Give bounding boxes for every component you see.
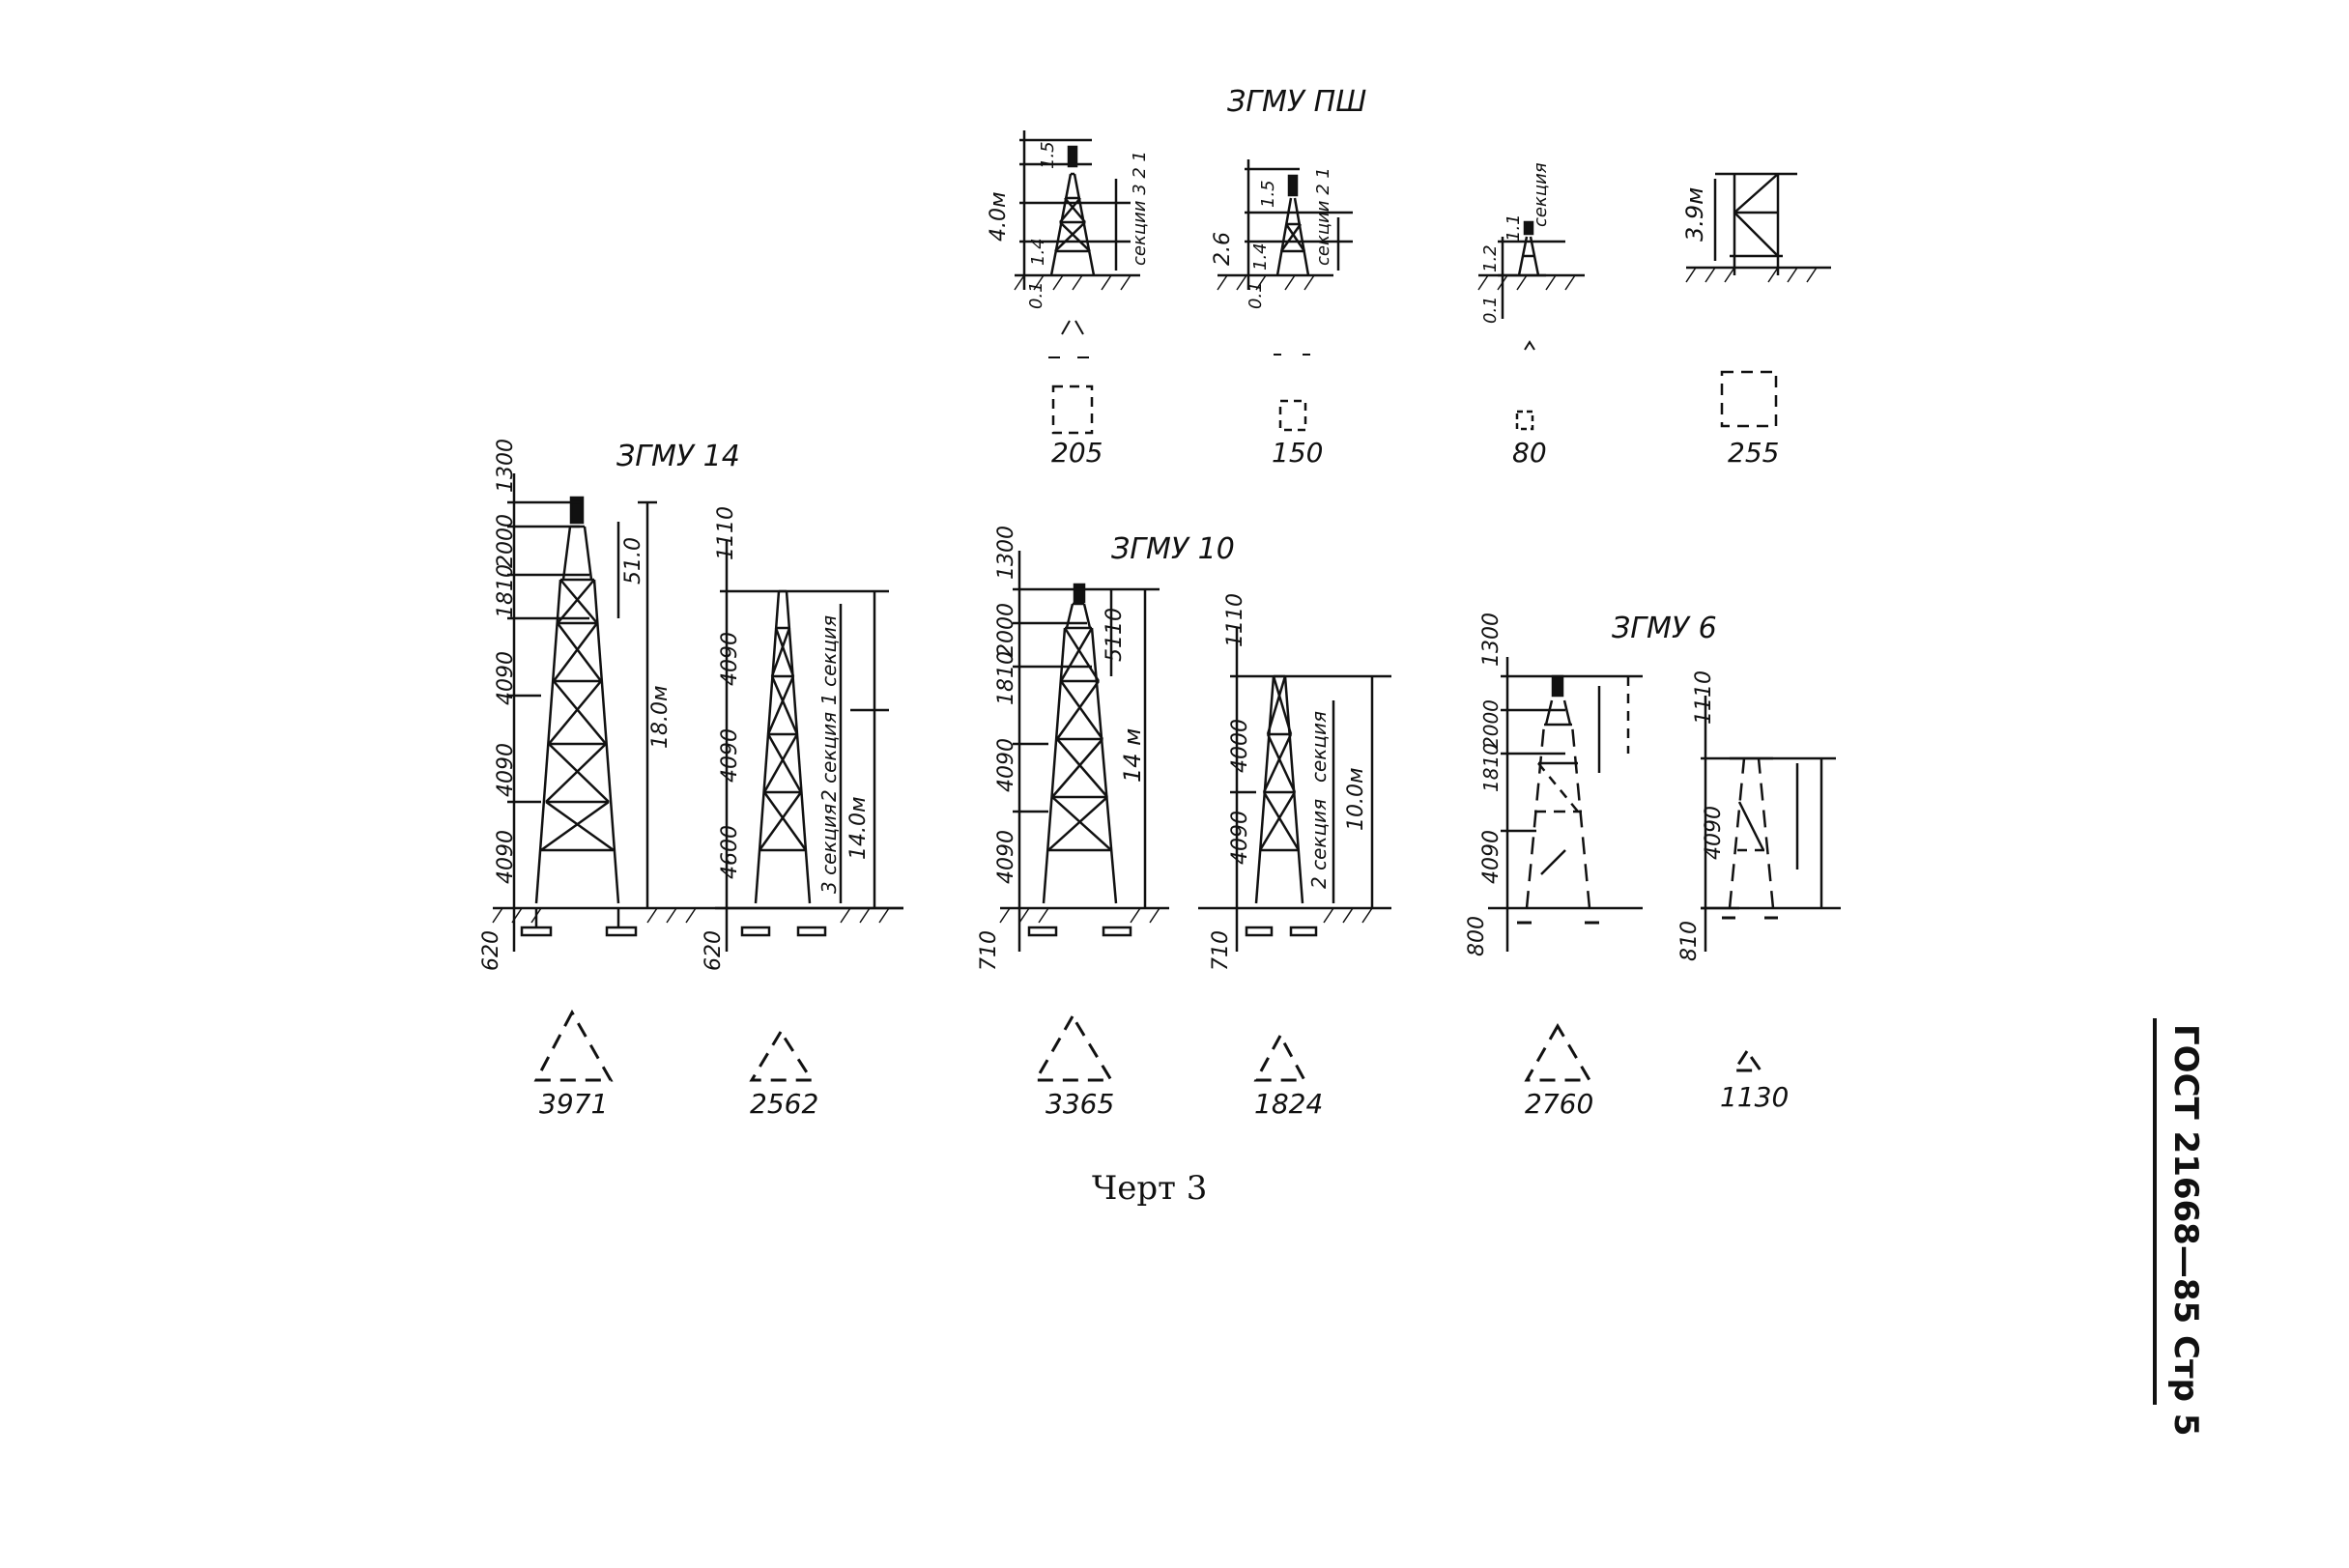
group-title-14: ЗГМУ 14 — [616, 440, 740, 473]
base-14-b: 2562 — [750, 1088, 818, 1120]
svg-text:1.2: 1.2 — [1480, 244, 1501, 272]
base-pw-d: 255 — [1728, 437, 1779, 469]
svg-text:0.1: 0.1 — [1246, 281, 1266, 309]
g10-b-height: 10.0м — [1344, 767, 1368, 831]
svg-text:1300: 1300 — [1479, 613, 1504, 667]
svg-text:620: 620 — [702, 930, 726, 971]
svg-text:1110: 1110 — [1223, 593, 1247, 647]
svg-text:1300: 1300 — [994, 526, 1018, 580]
tower-10-a — [999, 551, 1169, 952]
g14-a-total: 51.0 — [621, 537, 645, 584]
base-6-b: 1130 — [1720, 1081, 1789, 1113]
side-rule — [2153, 1018, 2157, 1405]
tower-14-a — [492, 473, 903, 952]
pw-c-sections: секция — [1531, 162, 1551, 227]
svg-text:810: 810 — [1677, 921, 1702, 961]
svg-text:1810: 1810 — [994, 651, 1018, 705]
tower-pw-b — [1217, 159, 1353, 291]
pw-d-height: 3.9м — [1681, 187, 1708, 242]
tower-14-b — [715, 541, 903, 952]
svg-text:0.1: 0.1 — [1480, 296, 1501, 324]
base-pw-b: 150 — [1272, 437, 1323, 469]
base-triangles — [533, 1009, 1763, 1082]
pw-a-height: 4.0м — [987, 191, 1011, 242]
pw-a-sections: секции 3 2 1 — [1130, 151, 1150, 266]
svg-text:2000: 2000 — [994, 603, 1018, 657]
svg-text:710: 710 — [977, 930, 1001, 971]
svg-text:800: 800 — [1465, 916, 1489, 956]
tower-6-b — [1701, 696, 1841, 952]
svg-text:4090: 4090 — [1702, 806, 1726, 860]
side-header: ГОСТ 21668—85 Стр 5 — [2153, 1018, 2213, 1436]
tower-pw-d — [1685, 172, 1831, 283]
svg-text:1.4: 1.4 — [1028, 238, 1048, 266]
base-6-a: 2760 — [1525, 1088, 1593, 1120]
base-14-a: 3971 — [539, 1088, 608, 1120]
svg-text:0.1: 0.1 — [1026, 281, 1046, 309]
pw-b-sections: секции 2 1 — [1313, 167, 1333, 266]
base-10-a: 3365 — [1046, 1088, 1114, 1120]
g14-a-height: 18.0м — [648, 685, 673, 749]
figure-caption: Черт 3 — [1092, 1169, 1208, 1208]
svg-text:3 секция: 3 секция — [817, 804, 841, 894]
svg-text:1.4: 1.4 — [1250, 242, 1271, 271]
svg-text:710: 710 — [1209, 930, 1233, 971]
tower-10-b — [1198, 628, 1391, 952]
svg-text:2 секция: 2 секция — [817, 712, 841, 802]
pw-b-height: 2.6 — [1211, 232, 1235, 266]
tower-pw-a — [1014, 130, 1140, 291]
svg-text:4000: 4000 — [1228, 719, 1252, 773]
svg-text:1.5: 1.5 — [1038, 141, 1058, 169]
svg-text:4090: 4090 — [494, 743, 518, 797]
svg-text:1810: 1810 — [494, 564, 518, 618]
group-title-10: ЗГМУ 10 — [1111, 532, 1235, 566]
standard-page-label: ГОСТ 21668—85 Стр 5 — [2166, 1024, 2205, 1437]
g10-a-height: 14 м — [1119, 728, 1146, 783]
svg-text:2000: 2000 — [1479, 699, 1503, 749]
svg-text:4090: 4090 — [994, 738, 1018, 792]
base-pw-a: 205 — [1051, 437, 1103, 469]
svg-text:1 секция: 1 секция — [817, 615, 841, 705]
base-pw-c: 80 — [1512, 437, 1547, 469]
svg-text:4090: 4090 — [994, 830, 1018, 884]
base-10-b: 1824 — [1254, 1088, 1323, 1120]
group-title-6: ЗГМУ 6 — [1612, 612, 1717, 645]
svg-text:620: 620 — [479, 930, 503, 971]
svg-text:4090: 4090 — [494, 830, 518, 884]
svg-text:1110: 1110 — [714, 506, 738, 560]
tower-6-a — [1488, 657, 1643, 952]
g10-a-total: 5110 — [1103, 608, 1127, 662]
svg-text:1810: 1810 — [1479, 743, 1503, 792]
svg-text:1300: 1300 — [494, 439, 518, 493]
svg-text:секция: секция — [1307, 711, 1331, 783]
svg-text:4600: 4600 — [718, 825, 742, 879]
svg-text:4090: 4090 — [718, 728, 742, 783]
svg-text:4090: 4090 — [718, 632, 742, 686]
svg-text:2 секция: 2 секция — [1307, 799, 1331, 889]
svg-text:2000: 2000 — [494, 514, 518, 568]
svg-text:1.5: 1.5 — [1258, 180, 1278, 208]
group-title-pw: ЗГМУ ПШ — [1227, 85, 1366, 119]
tower-pw-c — [1477, 220, 1585, 319]
g14-b-height: 14.0м — [846, 796, 871, 860]
svg-text:4090: 4090 — [494, 651, 518, 705]
svg-text:1.1: 1.1 — [1504, 214, 1524, 242]
svg-text:4090: 4090 — [1228, 811, 1252, 865]
svg-text:1110: 1110 — [1692, 670, 1716, 725]
svg-text:4090: 4090 — [1479, 830, 1504, 884]
